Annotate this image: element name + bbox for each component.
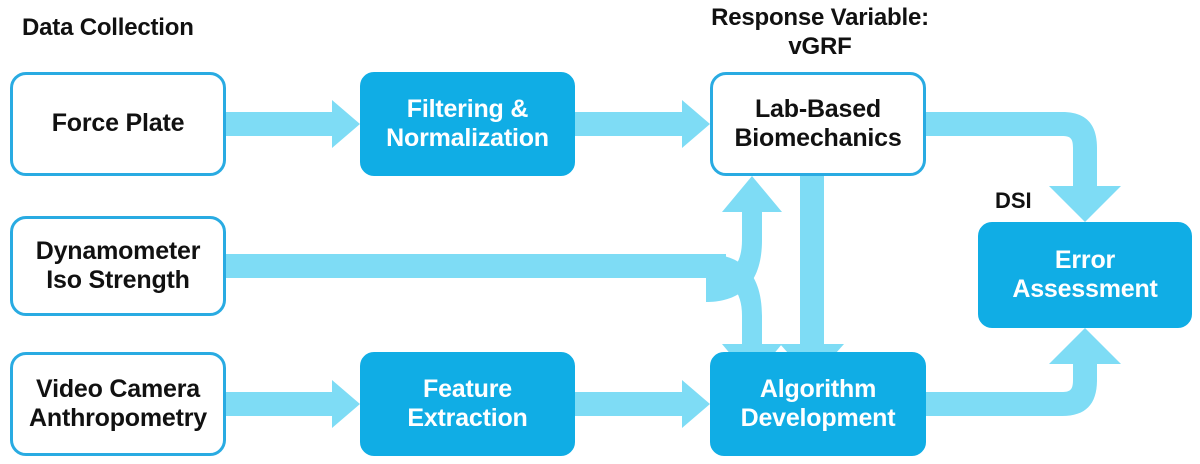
node-feature-extraction[interactable]: Feature Extraction	[360, 352, 575, 456]
edge-lab-biomechanics-to-algorithm-dev	[780, 176, 844, 380]
edge-video-camera-to-feature-extraction	[226, 380, 360, 428]
edge-filtering-to-lab-biomechanics	[575, 100, 710, 148]
section-title-data-collection: Data Collection	[22, 14, 194, 41]
edge-label-dsi: DSI	[995, 188, 1032, 213]
node-dynamometer-iso-strength[interactable]: Dynamometer Iso Strength	[10, 216, 226, 316]
node-feature-extraction-label: Feature Extraction	[407, 374, 528, 433]
edge-dynamometer-fork	[226, 176, 782, 380]
node-filtering-label: Filtering & Normalization	[386, 94, 549, 153]
node-video-camera-label: Video Camera Anthropometry	[29, 374, 207, 433]
node-algorithm-development[interactable]: Algorithm Development	[710, 352, 926, 456]
node-error-assessment-label: Error Assessment	[1012, 245, 1158, 304]
edge-algorithm-dev-to-error-assessment	[926, 328, 1121, 416]
node-lab-biomechanics-label: Lab-Based Biomechanics	[734, 94, 902, 153]
node-error-assessment[interactable]: Error Assessment	[978, 222, 1192, 328]
node-force-plate[interactable]: Force Plate	[10, 72, 226, 176]
node-video-camera-anthropometry[interactable]: Video Camera Anthropometry	[10, 352, 226, 456]
node-filtering-normalization[interactable]: Filtering & Normalization	[360, 72, 575, 176]
edge-force-plate-to-filtering	[226, 100, 360, 148]
node-dynamometer-label: Dynamometer Iso Strength	[35, 236, 201, 295]
edge-feature-extraction-to-algorithm-dev	[575, 380, 710, 428]
node-force-plate-label: Force Plate	[51, 109, 185, 138]
node-lab-based-biomechanics[interactable]: Lab-Based Biomechanics	[710, 72, 926, 176]
section-title-response-variable: Response Variable: vGRF	[711, 4, 929, 60]
node-algorithm-dev-label: Algorithm Development	[740, 374, 896, 433]
